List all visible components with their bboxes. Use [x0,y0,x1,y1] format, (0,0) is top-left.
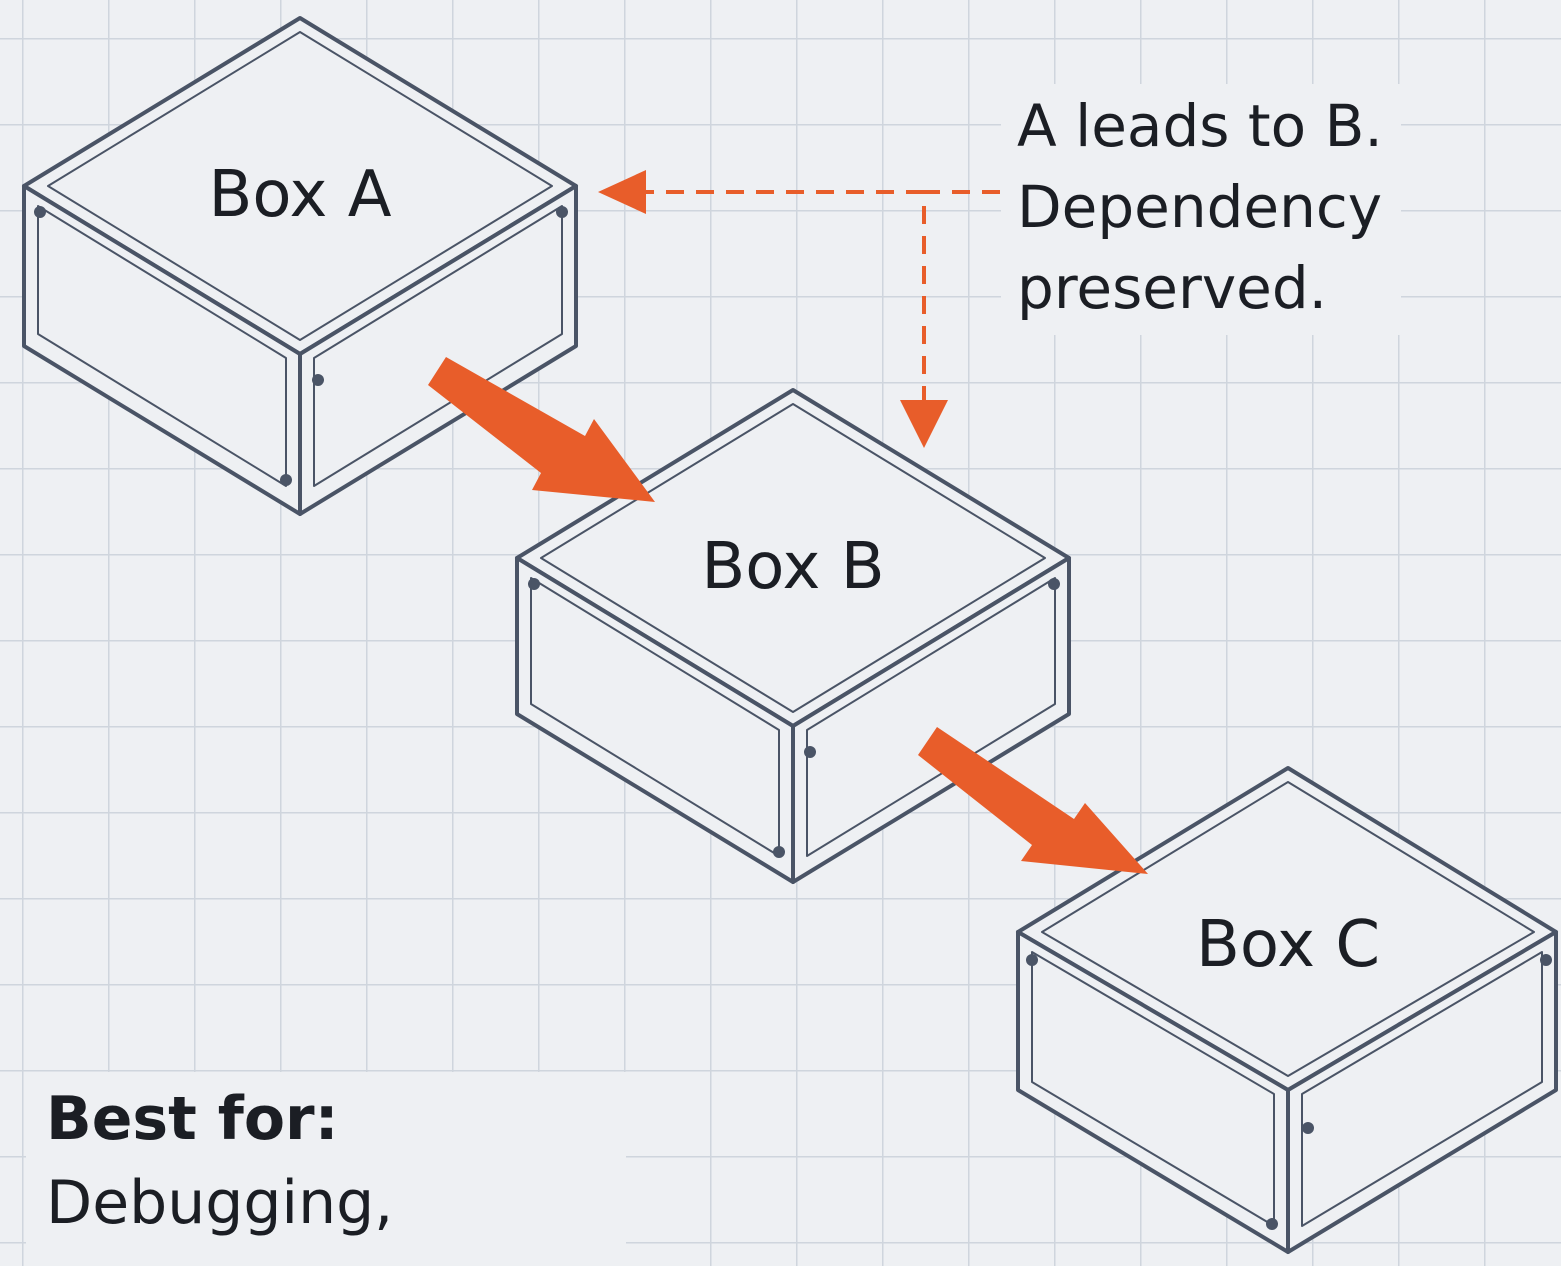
box-b-label: Box B [701,530,884,604]
note-line: A leads to B. [1017,92,1383,160]
box-a-label: Box A [208,158,391,232]
dependency-note: A leads to B. Dependency preserved. [1001,84,1401,335]
box-a: Box A [22,16,578,516]
best-for-panel: Best for: Debugging, [26,1072,626,1266]
note-line: Dependency [1017,173,1383,241]
best-for-title: Best for: [46,1084,339,1154]
dashed-arrowhead-left [598,170,646,214]
arrow-a-to-b [428,357,655,502]
box-c-label: Box C [1196,908,1380,982]
best-for-text: Debugging, [46,1168,394,1238]
box-c: Box C [1016,766,1558,1254]
note-line: preserved. [1017,254,1328,322]
box-b: Box B [515,388,1071,884]
arrow-b-to-c [918,727,1148,874]
dashed-arrowhead-down [900,400,948,448]
dependency-connector [598,170,1000,448]
